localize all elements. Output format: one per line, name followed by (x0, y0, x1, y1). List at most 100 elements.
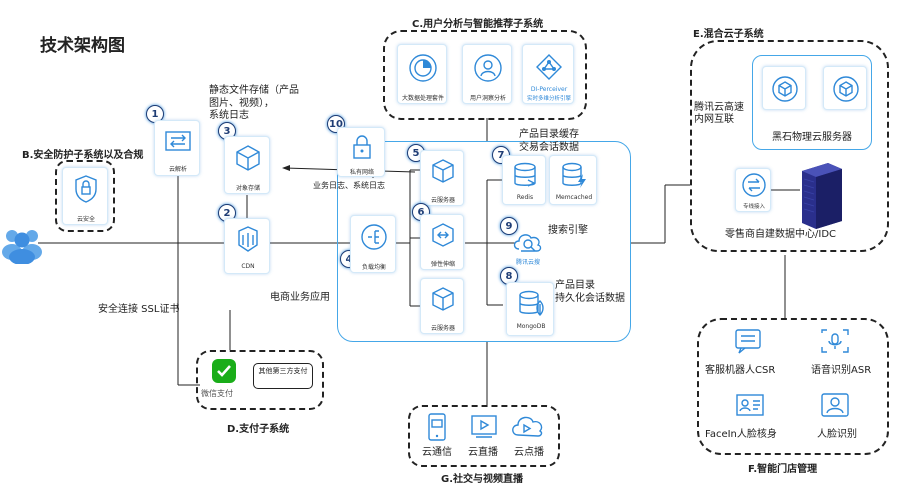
catalog-note-2: 持久化会话数据 (555, 293, 625, 304)
cube-storage-icon (231, 141, 265, 175)
private-network-tile: 私有网络 (337, 127, 385, 177)
di-perceiver-tile: DI-Perceiver 实时多维分析引擎 (522, 44, 574, 104)
user-insight-label: 用户洞察分析 (469, 95, 506, 102)
wechat-pay-label: 微信支付 (201, 389, 233, 398)
hybrid-cloud-frame (690, 40, 889, 252)
object-storage-tile: 对象存储 (224, 136, 270, 194)
intranet-note-2: 内网互联 (694, 114, 734, 125)
cache-note-2: 交易会话数据 (519, 142, 579, 153)
cloud-security-label: 云安全 (76, 216, 95, 223)
section-g-title: G.社交与视频直播 (441, 474, 524, 485)
cloud-dns-label: 云解析 (168, 166, 187, 173)
tencent-search-label: 腾讯云搜 (515, 259, 540, 266)
third-party-pay-label: 其他第三方支付 (258, 367, 308, 375)
cache-note-1: 产品目录缓存 (519, 129, 579, 140)
cloud-dns-tile: 云解析 (154, 120, 200, 176)
intranet-note-1: 腾讯云高速 (694, 102, 744, 113)
step-badge-9: 9 (500, 217, 518, 235)
load-balance-icon (357, 220, 391, 254)
biz-logs-note: 业务日志、系统日志 (313, 181, 385, 190)
live-play-icon (470, 412, 498, 440)
search-engine-note: 搜索引擎 (548, 225, 588, 236)
object-storage-label: 对象存储 (235, 185, 260, 192)
server-tower-icon (797, 160, 845, 230)
cdn-label: CDN (241, 263, 255, 270)
section-d-title: D.支付子系统 (227, 424, 290, 435)
bigdata-tile: 大数据处理套件 (397, 44, 447, 104)
mongodb-tile: MongoDB (506, 282, 554, 336)
ecommerce-frame (337, 141, 631, 342)
mongodb-label: MongoDB (516, 323, 546, 330)
face-recognition-label: 人脸识别 (817, 429, 857, 440)
blackstone-cube-icon (768, 72, 802, 106)
cloud-im-label: 云通信 (422, 447, 452, 458)
cdn-tile: CDN (224, 218, 270, 274)
server-cube-icon (426, 154, 460, 188)
smart-store-frame (697, 318, 889, 455)
wechat-pay-icon (211, 358, 237, 384)
elastic-scaling-icon (426, 218, 460, 252)
elastic-scaling-label: 弹性伸缩 (430, 261, 455, 268)
section-f-title: F.智能门店管理 (748, 464, 818, 475)
memcached-label: Memcached (555, 194, 593, 201)
di-perceiver-sublabel: 实时多维分析引擎 (526, 96, 571, 102)
security-frame (55, 160, 115, 232)
padlock-icon (346, 131, 378, 163)
static-storage-note-2: 图片、视频）， (209, 98, 274, 109)
catalog-note-1: 产品目录 (555, 280, 595, 291)
page-title: 技术架构图 (40, 36, 125, 56)
section-e-title: E.混合云子系统 (693, 29, 764, 40)
search-cloud-icon (511, 228, 545, 256)
chat-robot-icon (732, 326, 766, 356)
blackstone-server-tile-1 (762, 66, 806, 110)
network-diamond-icon (531, 49, 567, 85)
idc-label: 零售商自建数据中心/IDC (725, 229, 837, 240)
vod-label: 云点播 (514, 447, 544, 458)
face-recognition-icon (818, 390, 852, 420)
user-insight-tile: 用户洞察分析 (462, 44, 512, 104)
social-frame (408, 405, 560, 467)
users-icon (0, 222, 44, 266)
third-party-pay-box: 其他第三方支付 (253, 363, 313, 389)
lock-shield-icon (69, 172, 103, 206)
memcached-tile: Memcached (549, 155, 597, 205)
csr-label: 客服机器人CSR (705, 365, 776, 376)
cloud-security-tile: 云安全 (62, 167, 108, 225)
section-b-title: B.安全防护子系统以及合规 (22, 150, 144, 161)
face-id-card-icon (733, 390, 767, 420)
pie-chart-icon (404, 49, 442, 87)
voice-recognition-icon (818, 326, 852, 356)
bigdata-label: 大数据处理套件 (401, 95, 444, 102)
server-cube-icon (426, 282, 460, 316)
user-insight-icon (469, 49, 507, 87)
dedicated-line-tile: 专线接入 (735, 168, 771, 212)
dedicated-line-icon (738, 171, 770, 199)
phone-chat-icon (425, 412, 449, 442)
load-balance-label: 负载均衡 (361, 264, 386, 271)
blackstone-server-tile-2 (823, 66, 867, 110)
database-lightning-icon (557, 158, 591, 192)
cloud-server-top-tile: 云服务器 (420, 150, 464, 206)
elastic-scaling-tile: 弹性伸缩 (420, 214, 464, 270)
payment-frame (196, 350, 324, 410)
facein-label: FaceIn人脸核身 (705, 429, 777, 440)
blackstone-cube-icon (829, 72, 863, 106)
static-storage-note-3: 系统日志 (209, 110, 249, 121)
private-network-label: 私有网络 (349, 169, 374, 176)
cloud-server-bottom-label: 云服务器 (430, 325, 455, 332)
static-storage-note-1: 静态文件存储（产品 (209, 85, 299, 96)
vod-cloud-icon (508, 410, 546, 440)
live-label: 云直播 (468, 447, 498, 458)
analytics-frame (383, 30, 587, 120)
dedicated-line-label: 专线接入 (742, 204, 765, 210)
di-perceiver-label: DI-Perceiver (530, 86, 568, 93)
ssl-note: 安全连接 SSL证书 (98, 304, 180, 315)
load-balance-tile: 负载均衡 (350, 215, 396, 273)
database-leaf-icon (514, 286, 548, 320)
blackstone-frame (752, 55, 872, 150)
ecommerce-app-label: 电商业务应用 (270, 292, 330, 303)
asr-label: 语音识别ASR (811, 365, 872, 376)
blackstone-label: 黑石物理云服务器 (772, 132, 852, 143)
database-stack-icon (508, 158, 542, 192)
